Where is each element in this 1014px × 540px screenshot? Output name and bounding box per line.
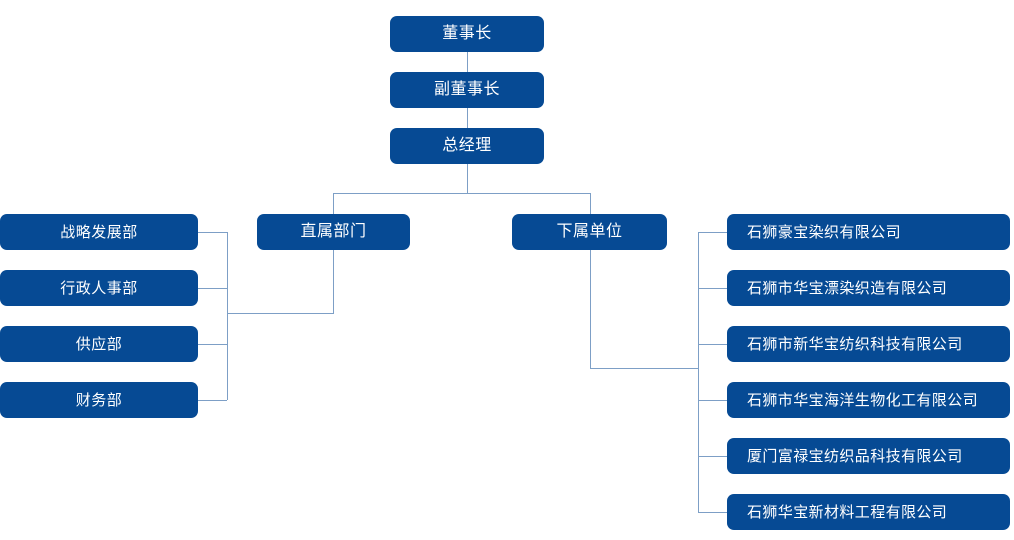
connector-direct-departments-drop [333, 250, 334, 314]
node-label: 供应部 [75, 335, 123, 353]
connector-company-bus [698, 232, 699, 512]
node-label: 下属单位 [556, 223, 623, 240]
node-label: 董事长 [442, 25, 492, 42]
node-label: 总经理 [442, 137, 492, 154]
connector-department-bus [227, 232, 228, 400]
connector-stub-huabao-new-materials [698, 512, 727, 513]
node-company-huabao-new-materials[interactable]: 石狮华宝新材料工程有限公司 [727, 494, 1010, 530]
connector-bus-to-subordinate-units [590, 193, 591, 214]
connector-stub-finance [198, 400, 227, 401]
node-label: 行政人事部 [60, 279, 138, 297]
node-label: 战略发展部 [60, 223, 138, 241]
connector-subordinate-units-drop [590, 250, 591, 369]
node-company-xinhuabao-textile-tech[interactable]: 石狮市新华宝纺织科技有限公司 [727, 326, 1010, 362]
node-label: 厦门富禄宝纺织品科技有限公司 [747, 447, 963, 465]
node-label: 财务部 [75, 391, 123, 409]
node-department-administration-hr[interactable]: 行政人事部 [0, 270, 198, 306]
node-label: 石狮市华宝海洋生物化工有限公司 [747, 391, 979, 409]
node-company-haobao-dyeing[interactable]: 石狮豪宝染织有限公司 [727, 214, 1010, 250]
node-label: 石狮市华宝漂染织造有限公司 [747, 279, 948, 297]
node-company-fulubao-textile-tech[interactable]: 厦门富禄宝纺织品科技有限公司 [727, 438, 1010, 474]
node-chairman[interactable]: 董事长 [390, 16, 544, 52]
node-label: 副董事长 [433, 81, 500, 98]
connector-general-manager-drop [467, 164, 468, 194]
connector-stub-administration-hr [198, 288, 227, 289]
connector-department-bus-to-branch [227, 313, 334, 314]
connector-chairman-to-vice-chairman [467, 52, 468, 72]
node-direct-departments[interactable]: 直属部门 [257, 214, 410, 250]
node-company-huabao-bleach-dye-weaving[interactable]: 石狮市华宝漂染织造有限公司 [727, 270, 1010, 306]
node-vice-chairman[interactable]: 副董事长 [390, 72, 544, 108]
node-general-manager[interactable]: 总经理 [390, 128, 544, 164]
node-department-supply[interactable]: 供应部 [0, 326, 198, 362]
connector-stub-huabao-bleach-dye-weaving [698, 288, 727, 289]
node-company-huabao-marine-biochem[interactable]: 石狮市华宝海洋生物化工有限公司 [727, 382, 1010, 418]
connector-stub-xinhuabao-textile-tech [698, 344, 727, 345]
connector-bus-to-direct-departments [333, 193, 334, 214]
connector-company-bus-to-branch [590, 368, 699, 369]
node-department-finance[interactable]: 财务部 [0, 382, 198, 418]
node-label: 石狮市新华宝纺织科技有限公司 [747, 335, 963, 353]
connector-stub-strategy-development [198, 232, 227, 233]
connector-stub-fulubao-textile-tech [698, 456, 727, 457]
connector-stub-supply [198, 344, 227, 345]
connector-stub-huabao-marine-biochem [698, 400, 727, 401]
connector-branch-bus [333, 193, 591, 194]
node-subordinate-units[interactable]: 下属单位 [512, 214, 667, 250]
node-label: 直属部门 [300, 223, 367, 240]
node-label: 石狮华宝新材料工程有限公司 [747, 503, 948, 521]
node-department-strategy-development[interactable]: 战略发展部 [0, 214, 198, 250]
node-label: 石狮豪宝染织有限公司 [747, 223, 902, 241]
connector-vice-chairman-to-general-manager [467, 108, 468, 128]
connector-stub-haobao-dyeing [698, 232, 727, 233]
